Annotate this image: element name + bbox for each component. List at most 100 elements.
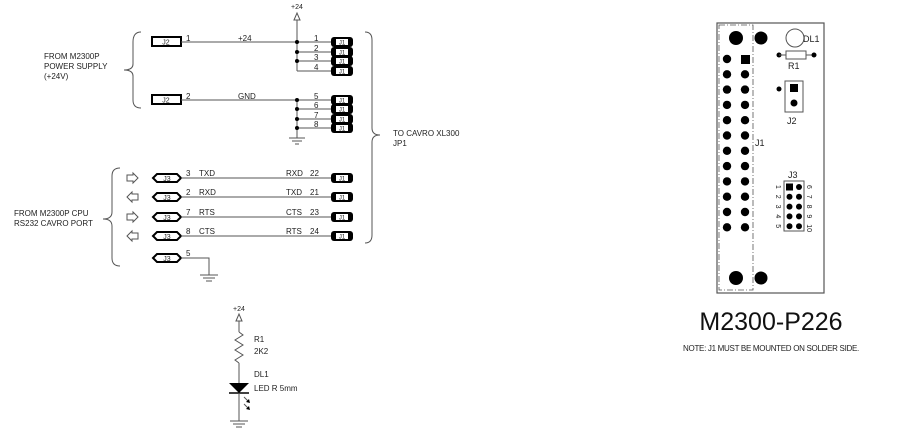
j1-pad — [722, 177, 732, 186]
j1-connector[interactable]: J1 — [331, 192, 353, 202]
j2-connector[interactable]: J2 — [151, 94, 182, 105]
dest-pin-number: 21 — [310, 188, 319, 197]
j1-pin-number: 7 — [314, 111, 319, 120]
j1-pad — [722, 207, 732, 217]
j3-connector[interactable]: J3 — [151, 253, 183, 263]
j3-pin-label-left: 2 — [774, 195, 781, 199]
power-label-line: (+24V) — [44, 72, 69, 81]
junction-dot — [295, 98, 299, 102]
j1-connector[interactable]: J1 — [331, 114, 353, 124]
j1-pin-number: 6 — [314, 101, 319, 110]
j3-pin-number: 2 — [186, 188, 191, 197]
output-arrow-icon — [126, 171, 139, 185]
mounting-hole — [754, 31, 768, 45]
j1-pad — [722, 192, 732, 201]
j1-pad — [740, 223, 750, 232]
j1-pin-number: 4 — [314, 63, 319, 72]
dest-signal-name: TXD — [286, 188, 302, 197]
j1-pad — [740, 131, 750, 140]
j3-pad — [796, 193, 802, 200]
led-value: LED R 5mm — [254, 384, 298, 393]
j1-pad — [740, 146, 750, 155]
j2-board-label: J2 — [787, 116, 797, 126]
j1-pad-square — [741, 55, 750, 64]
j3-connector[interactable]: J3 — [151, 192, 183, 202]
j1-connector[interactable]: J1 — [331, 56, 353, 66]
j1-pad — [722, 131, 732, 140]
j1-pad — [722, 116, 732, 125]
j1-ref: J1 — [339, 60, 346, 66]
j1-ref: J1 — [339, 51, 346, 57]
j3-pad — [786, 203, 793, 210]
input-arrow-icon — [126, 190, 139, 204]
j3-pin-label-right: 8 — [805, 205, 812, 209]
dest-signal-name: RXD — [286, 169, 303, 178]
junction-dot — [295, 59, 299, 63]
j1-pin-number: 2 — [314, 44, 319, 53]
supply-arrow-icon — [235, 312, 243, 322]
j1-connector[interactable]: J1 — [331, 47, 353, 57]
supply-arrow-icon — [293, 11, 301, 21]
j1-connector[interactable]: J1 — [331, 212, 353, 222]
j3-pin-label-right: 7 — [805, 195, 812, 199]
mounting-hole — [729, 31, 743, 45]
j3-connector[interactable]: J3 — [151, 212, 183, 222]
junction-dot — [295, 50, 299, 54]
j1-pin-number: 5 — [314, 92, 319, 101]
j2-footprint — [776, 80, 804, 113]
j1-connector[interactable]: J1 — [331, 37, 353, 47]
j1-ref: J1 — [339, 99, 346, 105]
ground-symbol-icon — [289, 137, 305, 145]
j1-ref: J1 — [339, 108, 346, 114]
j2-pin-number: 2 — [186, 92, 191, 101]
j1-outline — [718, 24, 754, 291]
board-title: M2300-P226 — [699, 308, 842, 336]
resistor-value: 2K2 — [254, 347, 269, 356]
j3-pin-label-right: 10 — [805, 224, 812, 232]
r1-board-label: R1 — [788, 61, 800, 71]
j1-pad — [722, 70, 732, 79]
j1-connector[interactable]: J1 — [331, 123, 353, 133]
j2-pin-number: 1 — [186, 34, 191, 43]
j1-pad — [722, 161, 732, 171]
j3-pin-label-left: 1 — [774, 185, 781, 189]
j1-pad — [740, 192, 750, 201]
j3-pad — [796, 203, 802, 210]
signal-name: TXD — [199, 169, 215, 178]
power-label-line: POWER SUPPLY — [44, 62, 108, 71]
j1-pin-number: 1 — [314, 34, 319, 43]
ground-symbol-icon — [200, 274, 218, 282]
dest-pin-number: 23 — [310, 208, 319, 217]
j1-pad — [740, 207, 750, 217]
j2-ref: J2 — [162, 98, 170, 105]
net-label: GND — [238, 92, 256, 101]
j1-pad — [722, 100, 732, 110]
j3-board-label: J3 — [788, 170, 798, 180]
j1-connector[interactable]: J1 — [331, 231, 353, 241]
serial-brace — [102, 167, 121, 267]
j3-ref: J3 — [163, 256, 171, 263]
j1-ref: J1 — [339, 118, 346, 124]
j1-connector[interactable]: J1 — [331, 66, 353, 76]
signal-name: RTS — [199, 208, 215, 217]
destination-label-line: TO CAVRO XL300 — [393, 129, 460, 138]
led-ref: DL1 — [254, 370, 269, 379]
j1-connector[interactable]: J1 — [331, 173, 353, 183]
j2-connector[interactable]: J2 — [151, 36, 182, 47]
output-arrow-icon — [126, 210, 139, 224]
j3-connector[interactable]: J3 — [151, 231, 183, 241]
j1-connector[interactable]: J1 — [331, 104, 353, 114]
j3-pin-label-left: 4 — [774, 214, 781, 218]
dest-pin-number: 24 — [310, 227, 319, 236]
r1-footprint — [776, 50, 817, 60]
mounting-hole — [729, 271, 743, 285]
serial-label-line: RS232 CAVRO PORT — [14, 219, 93, 228]
j1-connector[interactable]: J1 — [331, 95, 353, 105]
junction-dot — [295, 126, 299, 130]
j3-pin-label-left: 3 — [774, 205, 781, 209]
j1-pad — [740, 70, 750, 79]
j3-connector[interactable]: J3 — [151, 173, 183, 183]
